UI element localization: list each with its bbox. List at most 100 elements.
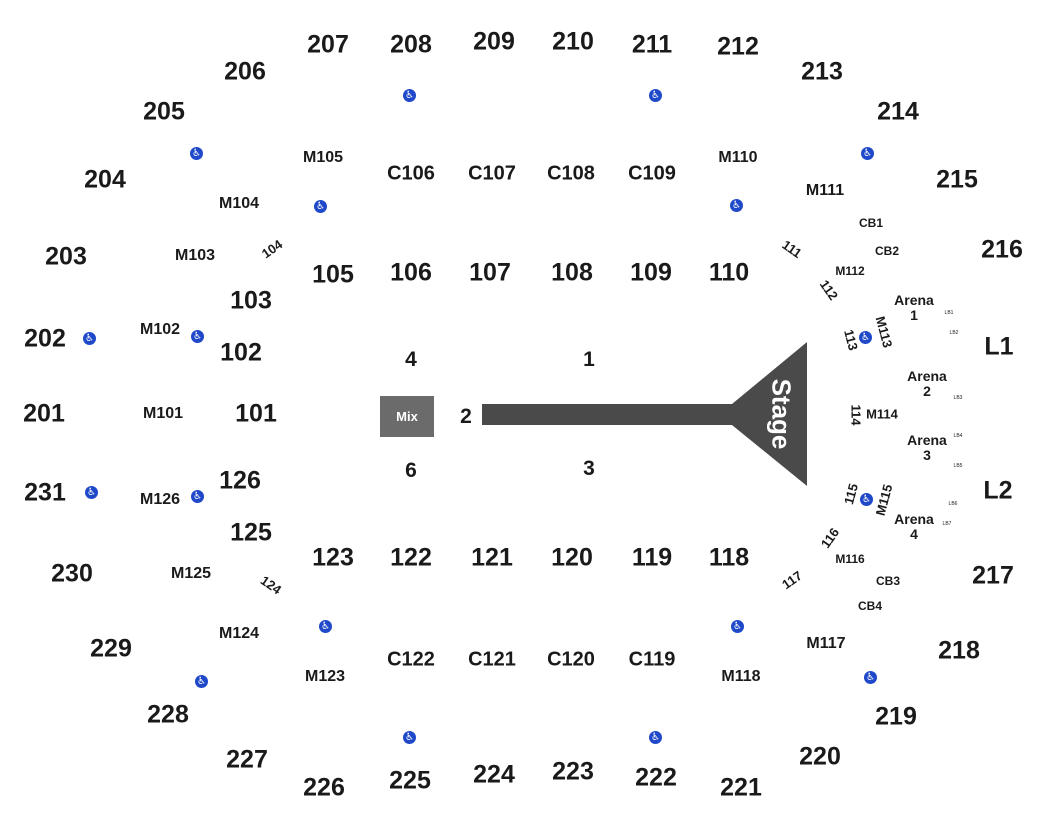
section-202[interactable]: 202 xyxy=(24,324,66,353)
section-223[interactable]: 223 xyxy=(552,757,594,786)
wheelchair-icon: ♿ xyxy=(191,490,204,503)
section-m125[interactable]: M125 xyxy=(170,565,212,582)
section-109[interactable]: 109 xyxy=(630,258,672,287)
section-c106[interactable]: C106 xyxy=(387,162,435,185)
section-m101[interactable]: M101 xyxy=(142,405,184,422)
section-218[interactable]: 218 xyxy=(938,636,980,665)
wheelchair-icon: ♿ xyxy=(314,200,327,213)
section-c121[interactable]: C121 xyxy=(468,648,516,671)
section-106[interactable]: 106 xyxy=(390,258,432,287)
section-225[interactable]: 225 xyxy=(389,766,431,795)
section-m118[interactable]: M118 xyxy=(721,668,761,685)
section-110[interactable]: 110 xyxy=(708,258,750,287)
section-209[interactable]: 209 xyxy=(473,27,515,56)
section-m103[interactable]: M103 xyxy=(174,247,216,264)
section-224[interactable]: 224 xyxy=(473,760,515,789)
section-l2[interactable]: L2 xyxy=(983,476,1013,505)
section-220[interactable]: 220 xyxy=(799,742,841,771)
section-120[interactable]: 120 xyxy=(551,543,593,572)
section-211[interactable]: 211 xyxy=(631,30,673,59)
section-101[interactable]: 101 xyxy=(235,399,277,428)
section-c109[interactable]: C109 xyxy=(628,162,676,185)
loge-box-1[interactable]: LB1 xyxy=(944,310,954,316)
section-206[interactable]: 206 xyxy=(224,57,266,86)
section-215[interactable]: 215 xyxy=(936,165,978,194)
section-231[interactable]: 231 xyxy=(24,478,66,507)
stage-runway[interactable] xyxy=(482,342,807,486)
section-103[interactable]: 103 xyxy=(230,286,272,315)
section-c107[interactable]: C107 xyxy=(468,162,516,185)
loge-box-2[interactable]: LB2 xyxy=(949,330,959,336)
section-221[interactable]: 221 xyxy=(720,773,762,802)
section-floor-1[interactable]: 1 xyxy=(583,348,595,371)
section-125[interactable]: 125 xyxy=(230,518,272,547)
loge-box-7[interactable]: LB7 xyxy=(942,521,952,527)
section-c120[interactable]: C120 xyxy=(547,648,595,671)
section-214[interactable]: 214 xyxy=(877,97,919,126)
section-122[interactable]: 122 xyxy=(390,543,432,572)
section-217[interactable]: 217 xyxy=(972,561,1014,590)
section-226[interactable]: 226 xyxy=(303,773,345,802)
section-m102[interactable]: M102 xyxy=(139,321,181,338)
section-204[interactable]: 204 xyxy=(84,165,126,194)
section-118[interactable]: 118 xyxy=(708,543,750,572)
loge-box-6[interactable]: LB6 xyxy=(948,501,958,507)
section-floor-2[interactable]: 2 xyxy=(460,405,472,428)
section-floor-4[interactable]: 4 xyxy=(405,348,417,371)
section-230[interactable]: 230 xyxy=(51,559,93,588)
section-228[interactable]: 228 xyxy=(147,700,189,729)
wheelchair-icon: ♿ xyxy=(403,89,416,102)
section-cb1[interactable]: CB1 xyxy=(858,216,884,230)
section-c108[interactable]: C108 xyxy=(547,162,595,185)
section-m123[interactable]: M123 xyxy=(304,668,346,685)
section-m111[interactable]: M111 xyxy=(805,182,845,199)
section-cb2[interactable]: CB2 xyxy=(874,244,900,258)
section-c122[interactable]: C122 xyxy=(387,648,435,671)
loge-box-5[interactable]: LB5 xyxy=(953,463,963,469)
section-227[interactable]: 227 xyxy=(226,745,268,774)
section-m114[interactable]: M114 xyxy=(866,406,898,422)
section-m126[interactable]: M126 xyxy=(139,491,181,508)
section-201[interactable]: 201 xyxy=(23,399,65,428)
section-m112[interactable]: M112 xyxy=(835,264,865,278)
section-105[interactable]: 105 xyxy=(312,260,354,289)
section-cb4[interactable]: CB4 xyxy=(857,599,883,613)
section-c119[interactable]: C119 xyxy=(628,648,676,671)
section-l1[interactable]: L1 xyxy=(984,332,1014,361)
section-219[interactable]: 219 xyxy=(875,702,917,731)
section-108[interactable]: 108 xyxy=(551,258,593,287)
section-126[interactable]: 126 xyxy=(219,466,261,495)
section-floor-3[interactable]: 3 xyxy=(583,457,595,480)
section-213[interactable]: 213 xyxy=(801,57,843,86)
section-212[interactable]: 212 xyxy=(717,32,759,61)
section-205[interactable]: 205 xyxy=(143,97,185,126)
section-m124[interactable]: M124 xyxy=(218,625,260,642)
section-208[interactable]: 208 xyxy=(390,30,432,59)
section-114[interactable]: 114 xyxy=(848,404,864,426)
section-119[interactable]: 119 xyxy=(631,543,673,572)
section-123[interactable]: 123 xyxy=(312,543,354,572)
section-222[interactable]: 222 xyxy=(635,763,677,792)
section-107[interactable]: 107 xyxy=(469,258,511,287)
section-121[interactable]: 121 xyxy=(471,543,513,572)
section-216[interactable]: 216 xyxy=(981,235,1023,264)
section-229[interactable]: 229 xyxy=(90,634,132,663)
section-m105[interactable]: M105 xyxy=(302,149,344,166)
wheelchair-icon: ♿ xyxy=(860,493,873,506)
section-102[interactable]: 102 xyxy=(220,338,262,367)
section-210[interactable]: 210 xyxy=(552,27,594,56)
section-cb3[interactable]: CB3 xyxy=(875,574,901,588)
section-m117[interactable]: M117 xyxy=(806,635,846,652)
section-m116[interactable]: M116 xyxy=(835,552,865,566)
section-m110[interactable]: M110 xyxy=(718,149,758,166)
loge-box-3[interactable]: LB3 xyxy=(953,395,963,401)
loge-box-4[interactable]: LB4 xyxy=(953,433,963,439)
section-203[interactable]: 203 xyxy=(45,242,87,271)
section-207[interactable]: 207 xyxy=(307,30,349,59)
section-floor-6[interactable]: 6 xyxy=(405,459,417,482)
section-m104[interactable]: M104 xyxy=(218,195,260,212)
